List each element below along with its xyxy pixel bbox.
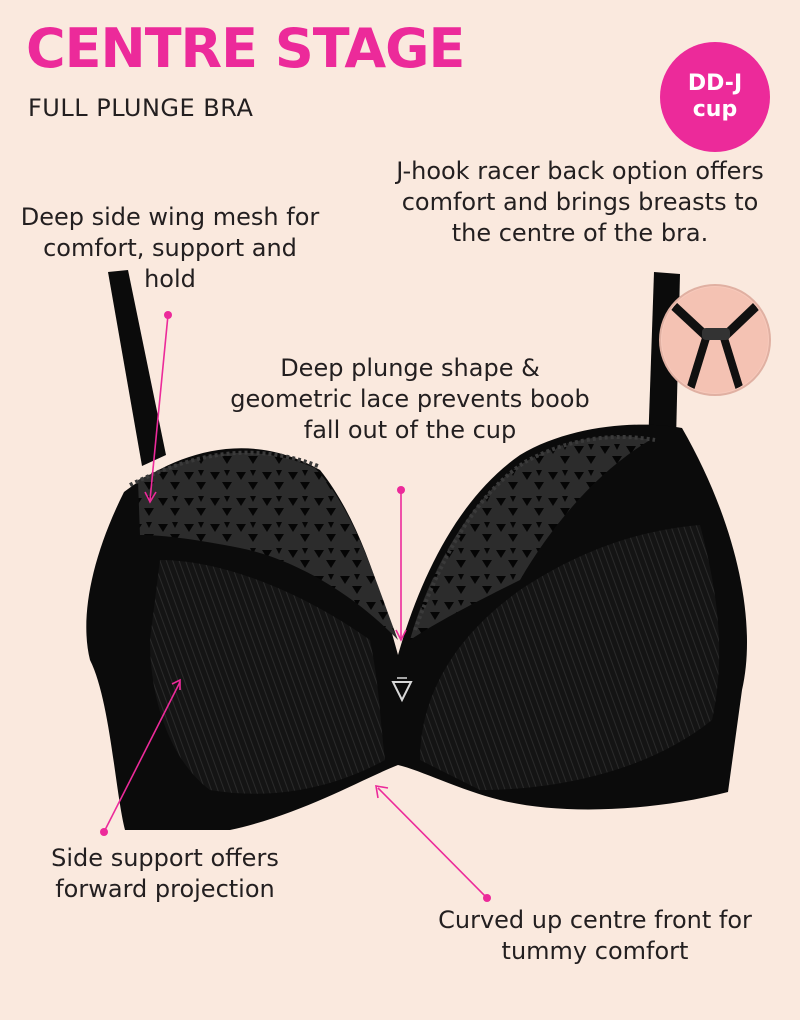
triangle-logo-icon [391, 677, 413, 703]
cup-size-badge: DD-J cup [660, 42, 770, 152]
right-cup-mesh [420, 525, 720, 790]
callout-plunge-shape: Deep plunge shape & geometric lace preve… [230, 354, 590, 445]
j-hook-clasp-detail [659, 284, 771, 396]
callout-racer-back: J-hook racer back option offers comfort … [396, 157, 764, 248]
right-lace-panel [410, 436, 650, 640]
left-cup-mesh [150, 560, 385, 794]
callout-centre-front: Curved up centre front for tummy comfort [438, 906, 752, 966]
left-lace-panel [138, 452, 398, 640]
callout-wing-mesh: Deep side wing mesh for comfort, support… [20, 203, 320, 294]
product-subtitle: FULL PLUNGE BRA [28, 94, 254, 122]
cup-size-label: cup [692, 97, 738, 122]
left-strap [108, 270, 166, 466]
cup-size-range: DD-J [687, 70, 743, 96]
callout-side-support: Side support offers forward projection [51, 844, 279, 904]
product-title: CENTRE STAGE [26, 17, 465, 80]
